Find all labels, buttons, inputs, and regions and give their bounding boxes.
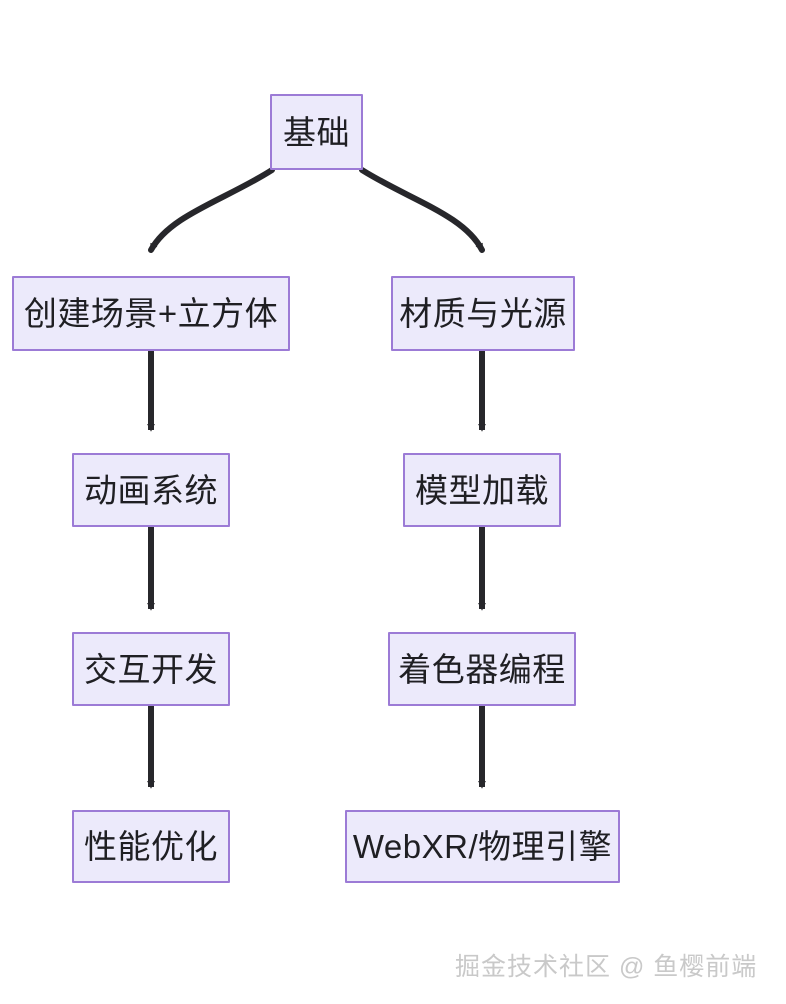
node-performance-optimization-label: 性能优化 (84, 828, 218, 865)
node-interaction-dev[interactable]: 交互开发 (72, 632, 230, 706)
node-webxr-physics[interactable]: WebXR/物理引擎 (345, 810, 620, 883)
node-material-light[interactable]: 材质与光源 (391, 276, 575, 351)
node-webxr-physics-label: WebXR/物理引擎 (352, 828, 613, 865)
edge-root-to-scene (148, 167, 275, 253)
node-root-label: 基础 (283, 113, 350, 151)
node-model-loading-label: 模型加载 (415, 471, 549, 509)
node-animation-system[interactable]: 动画系统 (72, 453, 230, 527)
node-animation-system-label: 动画系统 (84, 471, 218, 509)
node-shader-programming-label: 着色器编程 (398, 650, 566, 688)
node-shader-programming[interactable]: 着色器编程 (388, 632, 576, 706)
node-root[interactable]: 基础 (270, 94, 363, 170)
edge-root-to-material (359, 167, 485, 253)
node-model-loading[interactable]: 模型加载 (403, 453, 561, 527)
watermark: 掘金技术社区 @ 鱼樱前端 (455, 953, 758, 981)
node-interaction-dev-label: 交互开发 (84, 650, 218, 688)
node-create-scene[interactable]: 创建场景+立方体 (12, 276, 290, 351)
node-create-scene-label: 创建场景+立方体 (23, 295, 279, 332)
node-material-light-label: 材质与光源 (399, 295, 567, 332)
node-performance-optimization[interactable]: 性能优化 (72, 810, 230, 883)
